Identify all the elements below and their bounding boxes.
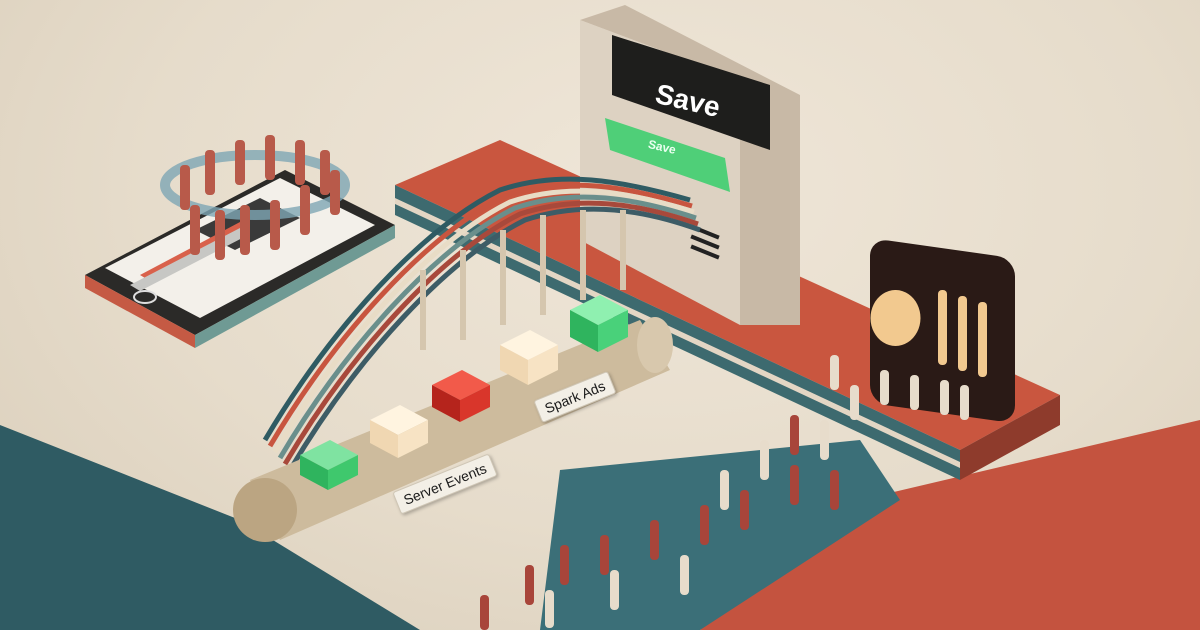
conveyor — [233, 317, 673, 542]
cube-glow-1 — [370, 405, 428, 458]
teal-floor — [0, 425, 420, 630]
ribbon-supports — [420, 210, 626, 350]
crowd — [480, 355, 969, 630]
cube-red — [432, 370, 490, 422]
brand-sign — [870, 240, 1015, 422]
cube-green-1 — [300, 440, 358, 490]
cube-glow-2 — [500, 330, 558, 385]
cubes — [300, 295, 628, 490]
kiosk-screen — [612, 35, 770, 150]
kiosk-save-button — [605, 118, 730, 192]
carpet-path — [540, 440, 900, 630]
phone — [85, 135, 395, 348]
terracotta-floor — [700, 420, 1200, 630]
cube-green-2 — [570, 295, 628, 352]
